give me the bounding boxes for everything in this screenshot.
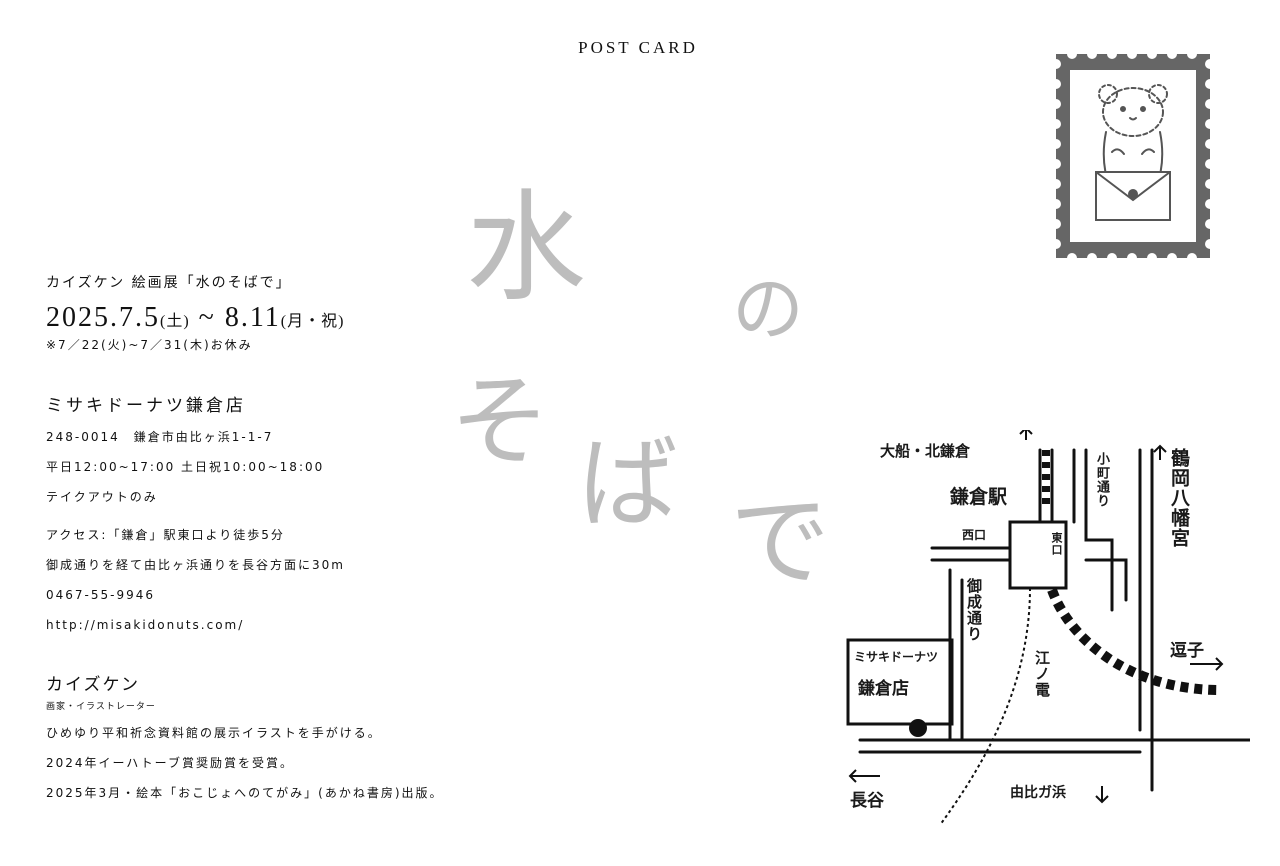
- map-label-zushi: 逗子: [1170, 641, 1204, 661]
- exhibition-info: カイズケン 絵画展「水のそばで」 2025.7.5(土) ~ 8.11(月・祝)…: [46, 268, 606, 808]
- closed-note: ※7／22(火)~7／31(木)お休み: [46, 338, 253, 352]
- map-label-onari: 御成通り: [965, 578, 983, 642]
- venue-address: 248-0014 鎌倉市由比ヶ浜1-1-7: [46, 430, 274, 444]
- map-label-shop-line-2: 鎌倉店: [858, 679, 909, 699]
- venue-access-2: 御成通りを経て由比ヶ浜通りを長谷方面に30m: [46, 558, 345, 572]
- map-label-yuigahama: 由比ガ浜: [1010, 785, 1066, 801]
- map-label-higashiguchi: 東口: [1050, 532, 1063, 556]
- title-char-5: で: [730, 483, 830, 600]
- map-label-tsurugaoka: 鶴岡八幡宮: [1168, 448, 1190, 548]
- venue-name: ミサキドーナツ鎌倉店: [46, 396, 246, 416]
- access-map: 大船・北鎌倉 鎌倉駅 小町通り 鶴岡八幡宮 西口 東口 御成通り 江ノ電 逗子 …: [830, 430, 1250, 830]
- map-label-nishiguchi: 西口: [962, 528, 987, 542]
- map-label-hase: 長谷: [850, 791, 884, 811]
- map-label-enoden: 江ノ電: [1033, 650, 1051, 698]
- date-start: 2025.7.5: [46, 302, 160, 333]
- exhibition-dates: 2025.7.5(土) ~ 8.11(月・祝): [46, 302, 606, 334]
- title-artwork: 水 の そ ば で: [450, 170, 860, 600]
- map-drawing: [846, 430, 1250, 826]
- title-char-4: ば: [578, 425, 678, 542]
- map-label-kamakura-station: 鎌倉駅: [950, 486, 1008, 508]
- date-end: 8.11: [224, 302, 281, 333]
- artist-bio-1: ひめゆり平和祈念資料館の展示イラストを手がける。: [46, 726, 382, 740]
- map-label-komachi: 小町通り: [1094, 452, 1109, 508]
- title-char-1: 水: [466, 179, 586, 318]
- venue-access-1: アクセス:「鎌倉」駅東口より徒歩5分: [46, 528, 285, 542]
- venue-url[interactable]: http://misakidonuts.com/: [46, 618, 245, 632]
- venue-hours: 平日12:00~17:00 土日祝10:00~18:00: [46, 460, 325, 474]
- title-char-2: の: [732, 267, 805, 351]
- date-start-day: (土): [160, 313, 190, 330]
- artist-name: カイズケン: [46, 675, 140, 695]
- postcard-header: POST CARD: [578, 38, 698, 57]
- venue-takeout: テイクアウトのみ: [46, 490, 158, 504]
- map-label-shop-line-1: ミサキドーナツ: [854, 650, 939, 664]
- artist-role: 画家・イラストレーター: [46, 702, 156, 712]
- date-end-day: (月・祝): [280, 313, 345, 330]
- map-label-ofuna: 大船・北鎌倉: [880, 442, 971, 460]
- title-char-3: そ: [450, 363, 550, 480]
- date-separator: ~: [189, 302, 225, 333]
- venue-phone: 0467-55-9946: [46, 588, 156, 602]
- envelope-icon: [1095, 171, 1171, 221]
- artist-bio-3: 2025年3月・絵本「おこじょへのてがみ」(あかね書房)出版。: [46, 786, 444, 800]
- exhibition-subtitle: カイズケン 絵画展「水のそばで」: [46, 275, 292, 291]
- artist-bio-2: 2024年イーハトーブ賞奨励賞を受賞。: [46, 756, 294, 770]
- postage-stamp-illustration: [1051, 49, 1215, 263]
